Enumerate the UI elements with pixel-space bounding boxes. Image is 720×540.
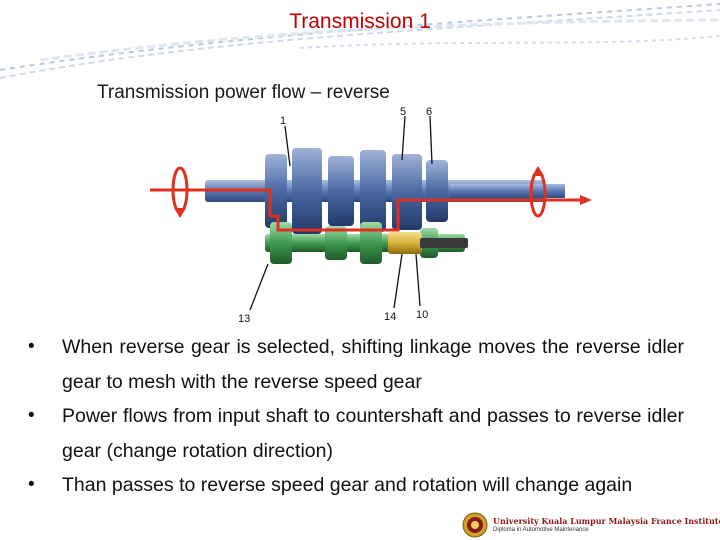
bullet-text: Power flows from input shaft to counters…	[62, 405, 684, 462]
bullet-text: When reverse gear is selected, shifting …	[62, 336, 684, 393]
gear-2	[292, 148, 322, 234]
footer-branding: University Kuala Lumpur Malaysia France …	[462, 510, 720, 540]
bullet-item: • When reverse gear is selected, shifting…	[28, 330, 684, 399]
gear-4	[360, 150, 386, 232]
gear-3	[328, 156, 354, 226]
countershaft-gear-2	[325, 226, 347, 260]
callout-14: 14	[384, 311, 396, 323]
output-rotation-arrowhead	[532, 166, 544, 176]
transmission-diagram: 1 5 6 13 14 10	[150, 106, 592, 325]
leader-line-1	[284, 125, 291, 167]
bullet-text: Than passes to reverse speed gear and ro…	[62, 474, 633, 496]
callout-1: 1	[280, 115, 286, 127]
callout-6: 6	[426, 106, 432, 118]
callout-13: 13	[238, 313, 250, 325]
bullet-item: • Than passes to reverse speed gear and r…	[28, 468, 684, 503]
slide-title: Transmission 1	[289, 10, 431, 33]
callout-10: 10	[416, 309, 428, 321]
background-swoosh	[0, 3, 720, 79]
slide-subtitle: Transmission power flow – reverse	[97, 82, 390, 103]
leader-line-5	[401, 115, 406, 161]
power-flow-path	[150, 188, 580, 232]
reverse-idler-gear	[388, 232, 422, 254]
countershaft-gear-1	[270, 222, 292, 264]
input-rotation-arrowhead	[174, 208, 186, 218]
footer-institution: University Kuala Lumpur Malaysia France …	[493, 516, 720, 526]
bullet-dot: •	[28, 336, 35, 357]
university-logo-icon	[462, 512, 488, 538]
leader-line-6	[429, 115, 433, 165]
leader-line-14	[393, 253, 403, 309]
callout-5: 5	[400, 106, 406, 118]
gear-6	[426, 160, 448, 222]
leader-line-10	[415, 253, 421, 307]
bullet-list: • When reverse gear is selected, shifting…	[28, 330, 684, 503]
leader-line-13	[249, 263, 269, 311]
bullet-dot: •	[28, 474, 35, 495]
bullet-item: • Power flows from input shaft to counter…	[28, 399, 684, 468]
output-shaft	[450, 184, 565, 198]
power-flow-arrowhead	[580, 195, 592, 205]
countershaft-gear-3	[360, 222, 382, 264]
footer-program: Diploma in Automotive Maintenance	[493, 527, 589, 533]
bullet-dot: •	[28, 405, 35, 426]
idler-shaft	[420, 238, 468, 248]
